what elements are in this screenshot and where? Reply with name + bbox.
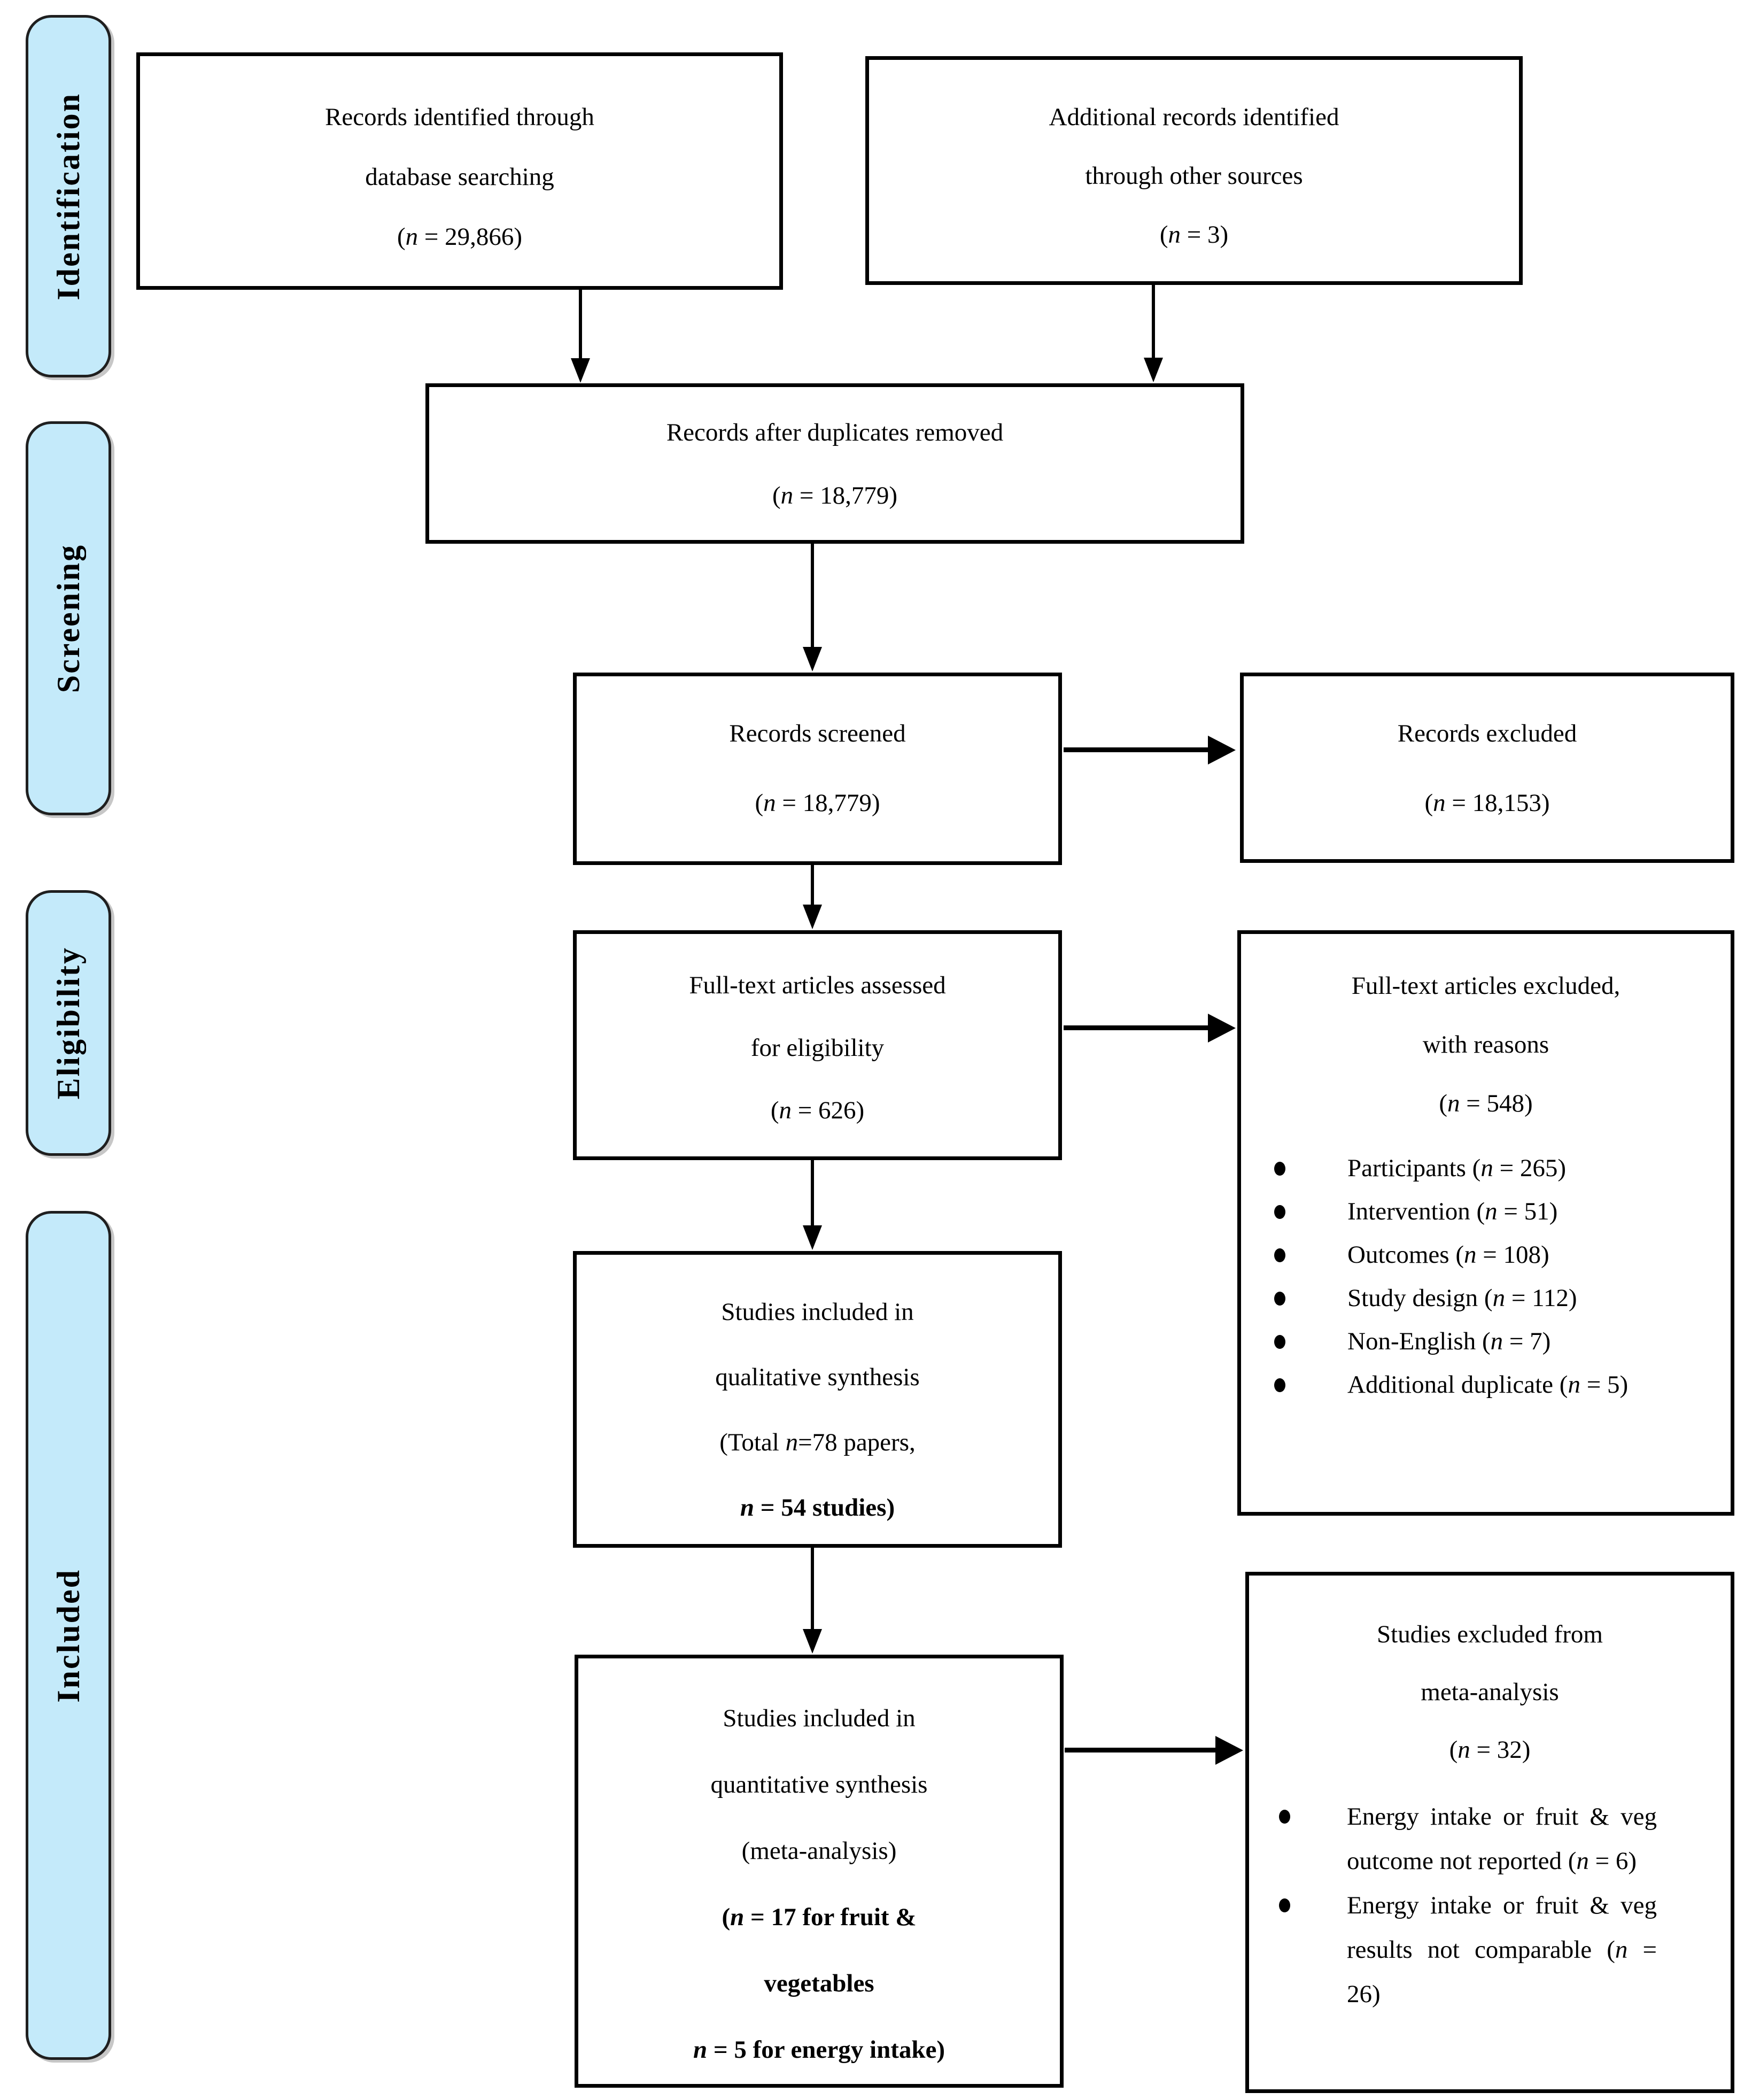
box-line: database searching [365, 163, 554, 191]
bullet-text: Non-English (n = 7) [1347, 1327, 1551, 1355]
bullet-item: Participants (n = 265) [1274, 1147, 1731, 1190]
box-line: (n = 18,779) [755, 789, 880, 817]
flow-box-meta-analysis-excluded: Studies excluded from meta-analysis (n = 3… [1245, 1572, 1734, 2093]
arrow-other-to-dedup [1152, 284, 1155, 359]
flow-box-records-excluded: Records excluded (n = 18,153) [1240, 673, 1734, 863]
box-line: Studies included in [723, 1704, 916, 1732]
bullet-item: Study design (n = 112) [1274, 1277, 1731, 1320]
arrow-dedup-to-screened [811, 543, 814, 648]
box-line: (n = 29,866) [397, 223, 523, 251]
phase-label-text: Screening [50, 543, 86, 693]
box-line: (n = 18,779) [772, 482, 898, 509]
arrow-screened-to-excluded [1064, 747, 1209, 752]
phase-label-included: Included [26, 1211, 111, 2060]
bullet-item: Outcomes (n = 108) [1274, 1233, 1731, 1277]
arrow-qualitative-to-quantitative [811, 1548, 814, 1630]
flow-box-quantitative-synthesis: Studies included in quantitative synthesi… [575, 1655, 1064, 2088]
bullet-dot-icon [1274, 1292, 1285, 1306]
bullet-text: Energy intake or fruit & veg results not… [1347, 1891, 1657, 2008]
box-line: (n = 3) [1159, 221, 1229, 249]
phase-label-text: Eligibility [50, 946, 86, 1100]
phase-label-text: Included [50, 1568, 86, 1703]
box-line: (n = 32) [1449, 1736, 1531, 1764]
box-line: Studies excluded from [1377, 1620, 1603, 1648]
box-line: n = 5 for energy intake) [693, 2036, 945, 2064]
box-line: Studies included in [721, 1298, 914, 1326]
box-line: Records screened [729, 720, 906, 747]
box-line: vegetables [764, 1970, 874, 1997]
phase-label-screening: Screening [26, 421, 111, 815]
bullet-text: Energy intake or fruit & veg outcome not… [1347, 1803, 1657, 1875]
bullet-text: Intervention (n = 51) [1347, 1198, 1558, 1225]
bullet-item: Energy intake or fruit & veg results not… [1279, 1883, 1731, 2017]
bullet-item: Energy intake or fruit & veg outcome not… [1279, 1795, 1731, 1883]
box-line: (n = 548) [1439, 1090, 1533, 1117]
box-line: Full-text articles excluded, [1351, 972, 1621, 1000]
box-line: quantitative synthesis [710, 1771, 928, 1798]
box-line: (n = 626) [770, 1097, 865, 1124]
flow-box-records-identified: Records identified through database searc… [136, 52, 783, 290]
bullet-dot-icon [1274, 1205, 1285, 1219]
flow-box-fulltext-excluded: Full-text articles excluded, with reasons… [1237, 930, 1734, 1516]
box-line: (Total n=78 papers, [719, 1429, 916, 1456]
bullet-item: Additional duplicate (n = 5) [1274, 1363, 1731, 1407]
bullet-text: Outcomes (n = 108) [1347, 1241, 1549, 1269]
box-line: through other sources [1085, 162, 1303, 190]
phase-label-text: Identification [50, 92, 86, 300]
exclusion-reason-list: Energy intake or fruit & veg outcome not… [1249, 1795, 1731, 2017]
bullet-dot-icon [1274, 1248, 1285, 1262]
box-line: with reasons [1422, 1031, 1549, 1059]
box-line: Additional records identified [1049, 103, 1339, 131]
box-line: Records identified through [325, 103, 594, 131]
arrow-db-to-dedup [579, 290, 582, 359]
bullet-text: Study design (n = 112) [1347, 1284, 1577, 1312]
bullet-item: Non-English (n = 7) [1274, 1320, 1731, 1363]
flow-box-fulltext-assessed: Full-text articles assessed for eligibili… [573, 930, 1062, 1160]
box-line: Full-text articles assessed [689, 971, 946, 999]
flow-box-duplicates-removed: Records after duplicates removed (n = 18,… [425, 383, 1244, 544]
arrow-fulltext-to-excluded [1064, 1025, 1209, 1030]
bullet-text: Additional duplicate (n = 5) [1347, 1371, 1629, 1399]
bullet-text: Participants (n = 265) [1347, 1154, 1566, 1182]
arrow-quantitative-to-meta-excluded [1065, 1748, 1216, 1752]
bullet-dot-icon [1274, 1162, 1285, 1176]
box-line: meta-analysis [1421, 1678, 1559, 1706]
bullet-dot-icon [1274, 1378, 1285, 1392]
arrow-fulltext-to-qualitative [811, 1160, 814, 1226]
bullet-dot-icon [1279, 1810, 1290, 1824]
phase-label-eligibility: Eligibility [26, 890, 111, 1156]
box-line: Records excluded [1397, 720, 1577, 747]
flow-box-records-screened: Records screened (n = 18,779) [573, 673, 1062, 865]
box-heading: Studies excluded from meta-analysis (n = 3… [1249, 1605, 1731, 1779]
box-line: for eligibility [750, 1034, 885, 1062]
exclusion-reason-list: Participants (n = 265) Intervention (n = … [1241, 1147, 1731, 1407]
box-line: (meta-analysis) [741, 1837, 897, 1865]
phase-label-identification: Identification [26, 15, 111, 377]
box-heading: Full-text articles excluded, with reasons… [1241, 956, 1731, 1133]
box-line: n = 54 studies) [740, 1494, 895, 1522]
box-line: (n = 18,153) [1424, 789, 1550, 817]
box-line: Records after duplicates removed [666, 419, 1004, 446]
flow-box-qualitative-synthesis: Studies included in qualitative synthesis… [573, 1251, 1062, 1548]
box-line: (n = 17 for fruit & [722, 1903, 917, 1931]
box-line: qualitative synthesis [715, 1363, 920, 1391]
bullet-item: Intervention (n = 51) [1274, 1190, 1731, 1233]
flow-box-additional-records: Additional records identified through oth… [865, 56, 1523, 285]
arrow-screened-to-fulltext [811, 865, 814, 906]
bullet-dot-icon [1279, 1898, 1290, 1912]
bullet-dot-icon [1274, 1335, 1285, 1349]
